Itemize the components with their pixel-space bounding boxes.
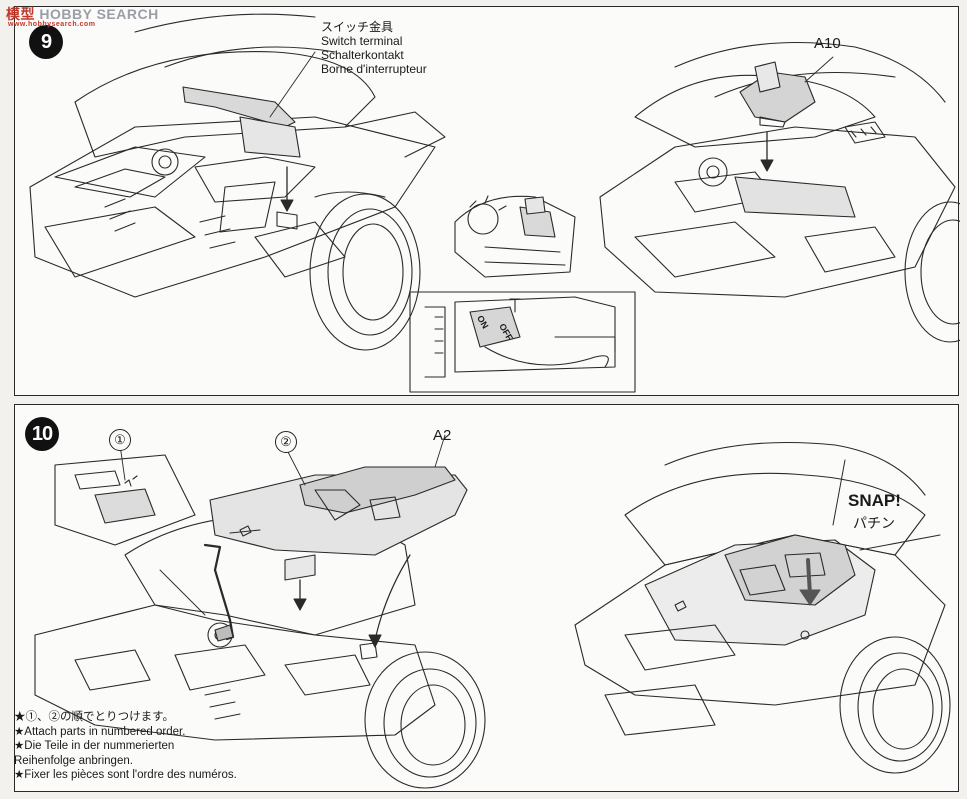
part-a2-label: A2: [433, 427, 452, 444]
step-10-number: 10: [25, 417, 59, 451]
right-chassis-drawing: [599, 41, 960, 343]
switch-terminal-label-de: Schalterkontakt: [321, 48, 404, 62]
note-jp: ★①、②の順でとりつけます。: [14, 711, 174, 723]
left-assembly-drawing: [34, 434, 486, 789]
center-detail-switch: [409, 291, 636, 393]
step-9-panel: 9 スイッチ金具 Switch terminal Schalterkontakt…: [14, 6, 960, 396]
watermark-url: www.hobbysearch.com: [8, 21, 96, 28]
note-fr: ★Fixer les pièces sont l'ordre des numér…: [14, 769, 237, 781]
snap-jp-label: パチン: [853, 515, 895, 531]
note-en: ★Attach parts in numbered order.: [14, 725, 186, 738]
hobby-search-watermark: 模型 HOBBY SEARCH www.hobbysearch.com: [6, 4, 159, 28]
step-10-panel: 10 ① ② A2 SNAP! パチン: [14, 404, 959, 792]
switch-terminal-label: スイッチ金具 Switch terminal Schalterkontakt B…: [321, 20, 427, 76]
part-a10-label: A10: [814, 35, 841, 52]
note-de-line1: ★Die Teile in der nummerierten: [14, 740, 175, 752]
note-de-line2: Reihenfolge anbringen.: [14, 754, 133, 767]
switch-terminal-label-en: Switch terminal: [321, 34, 403, 48]
order-1-marker: ①: [109, 429, 131, 451]
watermark-prefix: 模型: [6, 6, 35, 22]
step-9-illustration: [29, 13, 960, 393]
step-10-illustration: [34, 434, 951, 789]
order-2-marker: ②: [275, 431, 297, 453]
a10-leader: [804, 56, 834, 83]
center-detail-top: [454, 195, 576, 278]
switch-terminal-label-fr: Borne d'interrupteur: [321, 62, 427, 76]
snap-label: SNAP!: [848, 491, 901, 510]
switch-terminal-label-jp: スイッチ金具: [321, 20, 394, 34]
watermark-text: HOBBY SEARCH: [39, 6, 159, 22]
step-9-number: 9: [29, 25, 63, 59]
switch-terminal-leader: [269, 51, 316, 118]
right-assembly-drawing: [574, 442, 951, 774]
left-chassis-drawing: [29, 13, 446, 351]
assembly-notes: ★①、②の順でとりつけます。 ★Attach parts in numbered…: [14, 710, 237, 783]
